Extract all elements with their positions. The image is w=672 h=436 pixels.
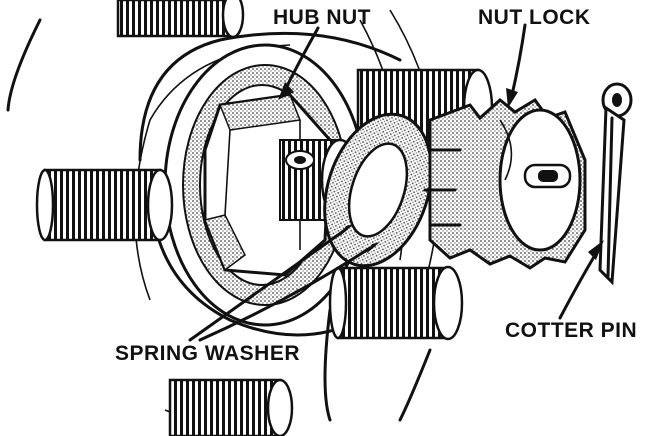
- leader-cotter-pin: [558, 240, 604, 320]
- label-cotter-pin: COTTER PIN: [505, 319, 637, 342]
- wheel-stud-left: [35, 168, 174, 242]
- leader-hub-nut: [278, 26, 320, 100]
- wheel-stud-lower-right: [328, 265, 464, 341]
- wheel-stud-bottom: [168, 378, 294, 436]
- label-hub-nut: HUB NUT: [273, 6, 371, 29]
- wheel-stud-top: [116, 0, 245, 39]
- cotter-pin-shape: [598, 82, 633, 286]
- leader-nut-lock: [506, 23, 527, 108]
- label-spring-washer: SPRING WASHER: [115, 342, 300, 365]
- nut-lock-shape: [423, 98, 587, 270]
- leader-spring-washer: [188, 224, 380, 342]
- spring-washer-shape: [323, 112, 433, 268]
- label-nut-lock: NUT LOCK: [478, 6, 591, 29]
